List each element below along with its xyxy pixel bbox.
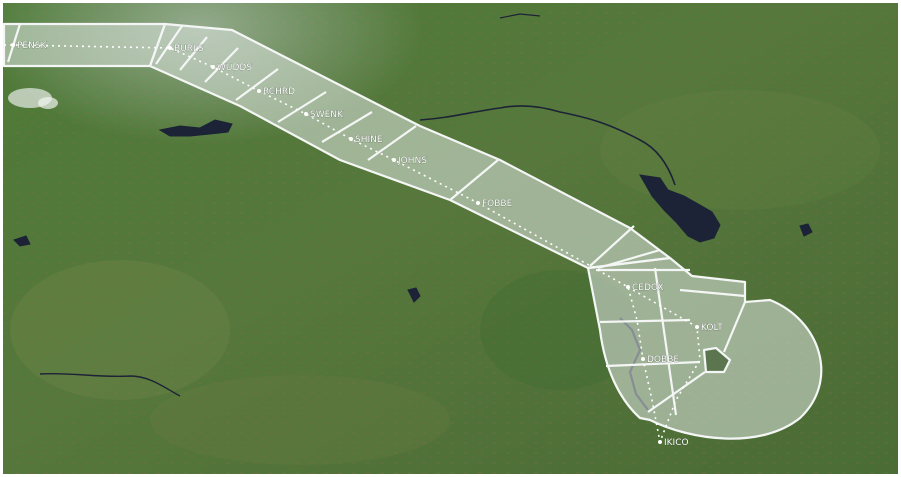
waypoint-label: CEDOX (632, 283, 664, 293)
waypoint-marker (626, 285, 630, 289)
waypoint-label: DOBBE (647, 355, 679, 365)
waypoint-marker (11, 43, 15, 47)
waypoint-label: FOBBE (482, 199, 513, 209)
waypoint-rchrd: RCHRD (257, 87, 295, 97)
lake-east (799, 223, 813, 237)
airspace-corridor (2, 22, 823, 440)
waypoint-johns: JOHNS (392, 156, 428, 166)
river-northwest (499, 13, 541, 19)
waypoint-marker (211, 65, 215, 69)
corridor-inner-cutout (702, 346, 732, 374)
reservoir-lake (639, 174, 721, 243)
waypoint-marker (641, 357, 645, 361)
waypoint-wudds: WUDDS (211, 63, 253, 73)
corridor-dividers (6, 23, 747, 416)
waypoint-label: SWENK (310, 110, 344, 120)
waypoint-dobbe: DOBBE (641, 355, 680, 365)
lake-west-small (13, 235, 31, 247)
lake-center (407, 287, 421, 303)
waypoint-fobbe: FOBBE (476, 199, 513, 209)
waypoint-marker (476, 201, 480, 205)
waypoint-label: KOLT (701, 323, 723, 333)
waypoint-burls: BURLS (168, 44, 204, 54)
waypoint-cedox: CEDOX (626, 283, 664, 293)
waypoint-swenk: SWENK (304, 110, 344, 120)
route-branch-line (627, 286, 701, 443)
river (419, 105, 676, 186)
waypoint-marker (392, 158, 396, 162)
corridor-segment-south (586, 256, 823, 440)
waypoint-marker (695, 325, 699, 329)
waypoint-marker (257, 89, 261, 93)
river-south (39, 372, 181, 397)
waypoint-label: JOHNS (397, 156, 427, 166)
waypoint-label: PENSK (17, 41, 48, 51)
waypoint-label: IKICO (664, 438, 689, 448)
waypoint-label: RCHRD (263, 87, 295, 97)
waypoint-marker (304, 112, 308, 116)
waypoint-label: WUDDS (217, 63, 252, 73)
waypoint-label: SHINE (355, 135, 383, 145)
waypoint-shine: SHINE (349, 135, 383, 145)
lake-small-west (158, 119, 233, 137)
waypoints-layer: PENSK BURLS WUDDS RCHRD SWENK SHINE JOHNS FOBBE… (11, 41, 724, 448)
waypoint-label: BURLS (174, 44, 204, 54)
waypoint-marker (349, 137, 353, 141)
terrain-layer (3, 3, 898, 474)
waypoint-marker (168, 46, 172, 50)
waypoint-ikico: IKICO (658, 438, 689, 448)
waypoint-marker (658, 440, 662, 444)
waypoint-pensk: PENSK (11, 41, 48, 51)
waypoint-kolt: KOLT (695, 323, 724, 333)
